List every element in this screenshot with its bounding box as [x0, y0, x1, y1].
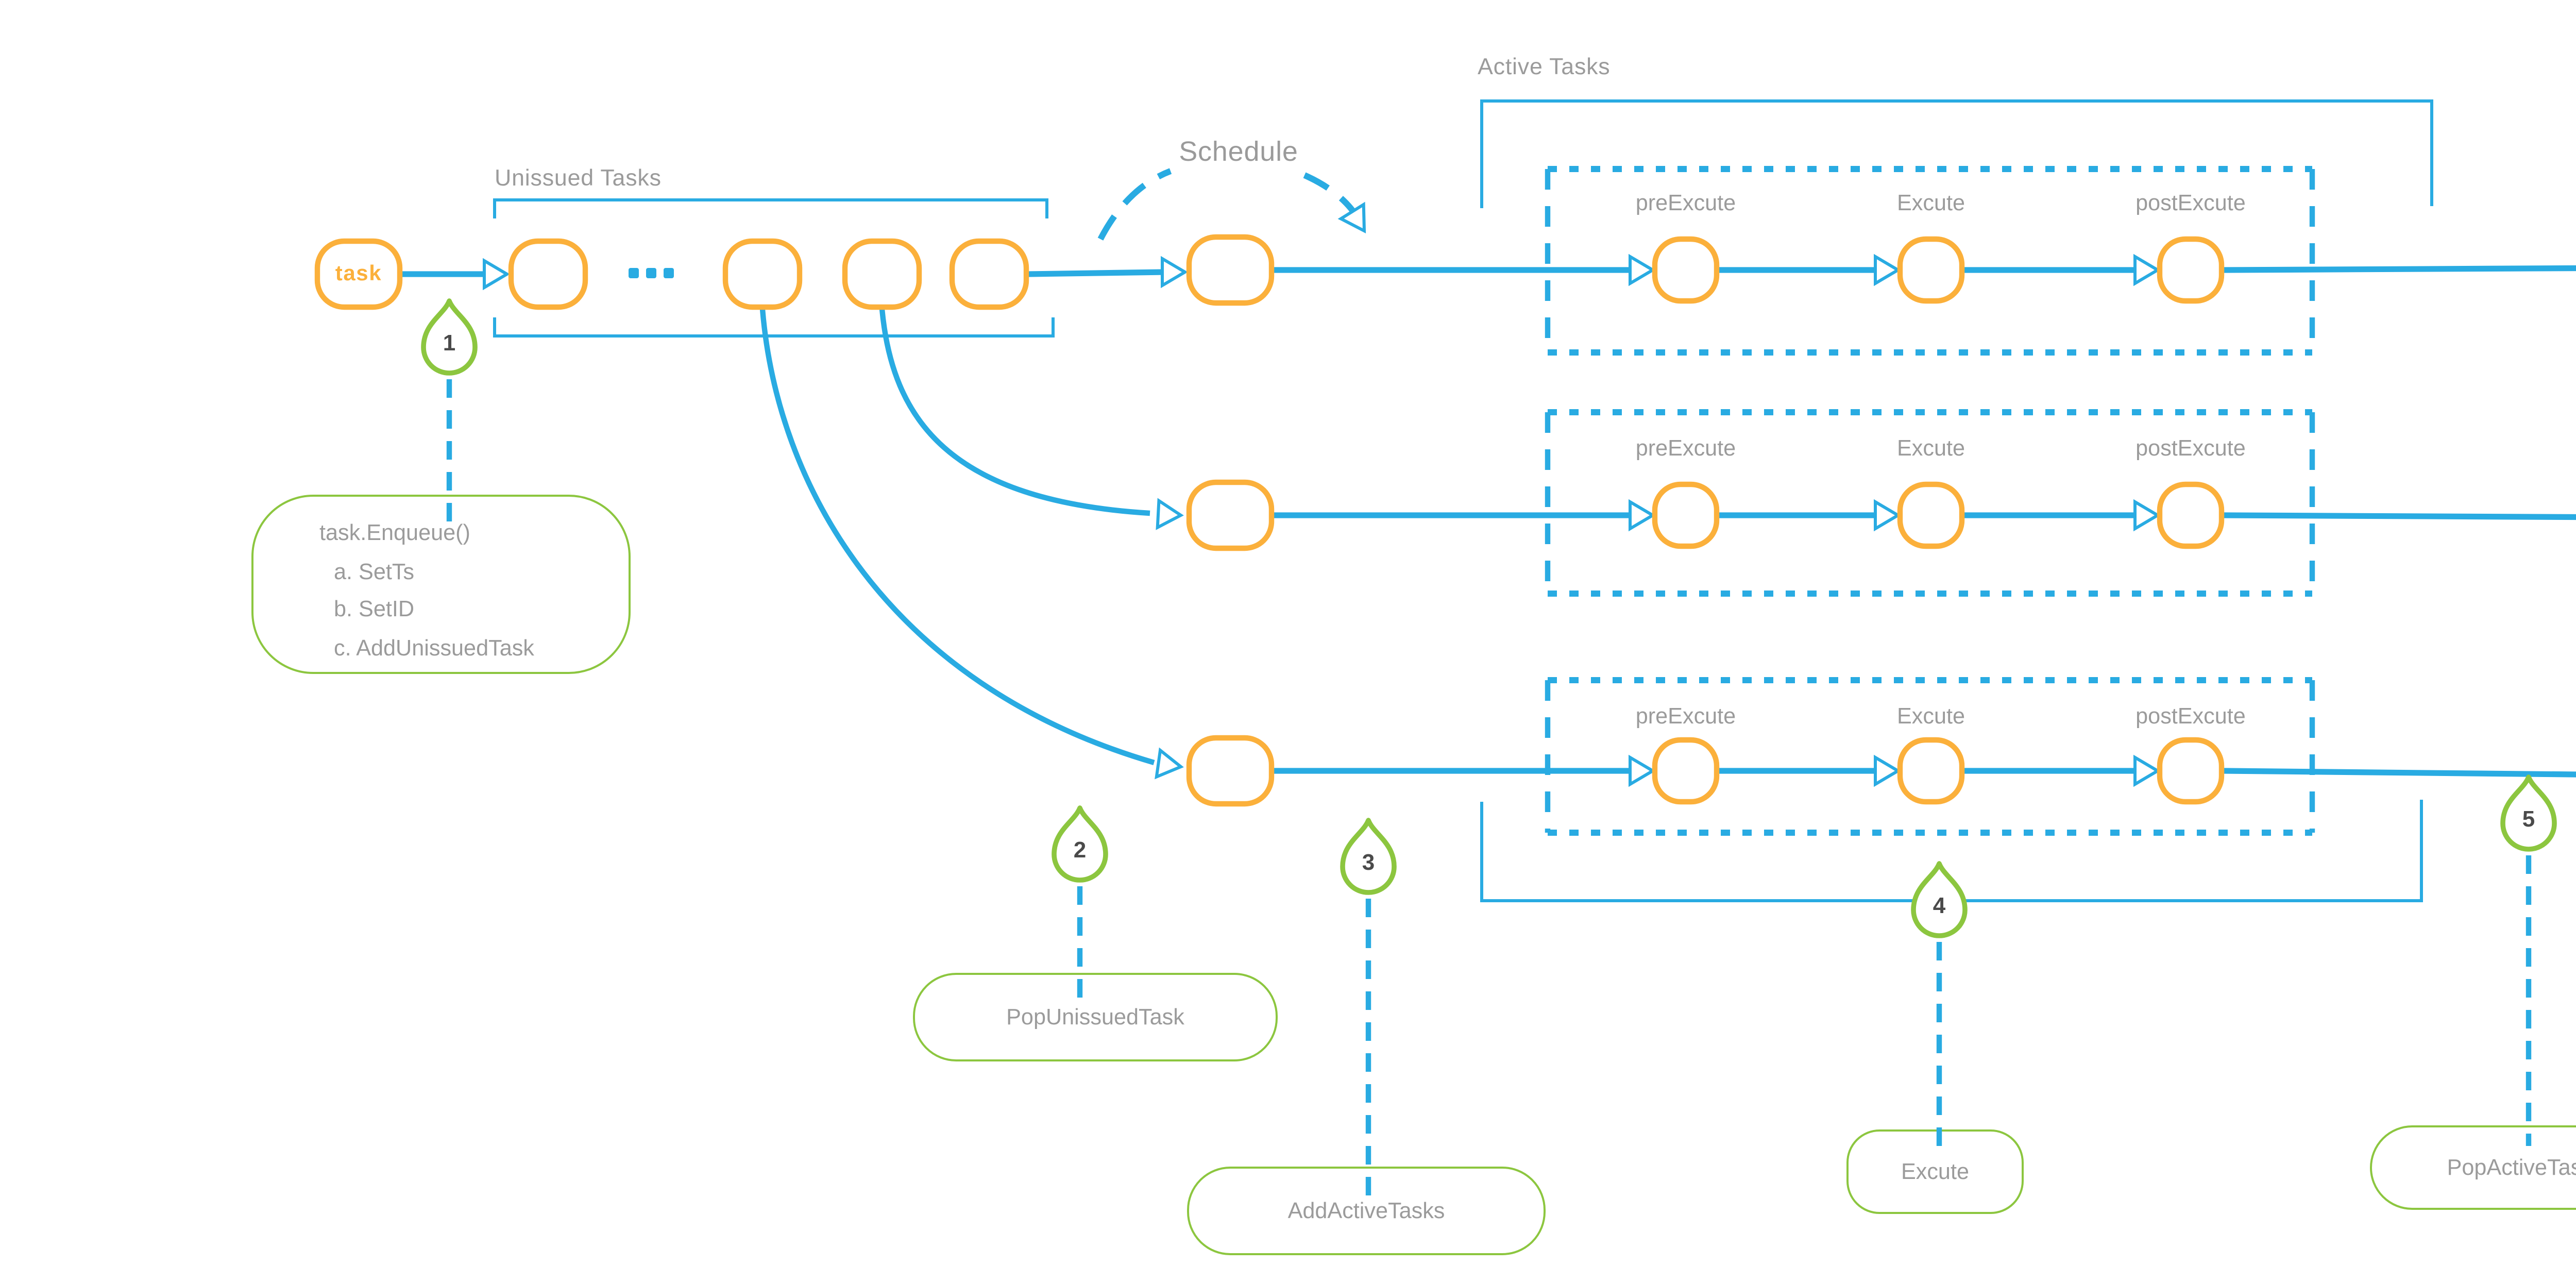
node-row2-preexcute [1652, 481, 1720, 549]
row2-excute-label: Excute [1896, 437, 1965, 462]
marker-1-number: 1 [443, 332, 456, 357]
schedule-arrowhead-icon [1341, 205, 1376, 238]
node-row2-postexcute [2157, 481, 2225, 549]
arrowhead-icon [1157, 750, 1183, 780]
note-line: b. SetID [334, 598, 415, 622]
node-row1-postexcute [2157, 236, 2225, 304]
node-queue-1 [508, 238, 588, 310]
node-row1-start [1186, 234, 1275, 306]
row2-postexcute-label: postExcute [2136, 437, 2246, 462]
marker-3-number: 3 [1362, 851, 1375, 876]
node-queue-4 [949, 238, 1029, 310]
row3-postexcute-label: postExcute [2136, 705, 2246, 730]
node-queue-2 [722, 238, 803, 310]
arrowhead-icon [1158, 501, 1182, 529]
note-line: a. SetTs [334, 560, 415, 584]
node-row2-excute [1897, 481, 1965, 549]
node-row1-excute [1897, 236, 1965, 304]
flow-arrowheads [484, 255, 2576, 788]
node-row3-postexcute [2157, 737, 2225, 805]
row1-postexcute-label: postExcute [2136, 192, 2246, 216]
note-line: task.Enqueue() [319, 521, 470, 546]
note-pop-unissued-task: PopUnissuedTask [913, 973, 1278, 1061]
marker-leader-lines [446, 379, 2532, 1195]
node-queue-3 [842, 238, 922, 310]
worker-box-row-3 [1545, 677, 2315, 836]
note-task-enqueue: task.Enqueue() a. SetTs b. SetID c. AddU… [251, 495, 631, 674]
row3-excute-label: Excute [1896, 705, 1965, 730]
row1-excute-label: Excute [1896, 192, 1965, 216]
queue-ellipsis-icon [629, 268, 674, 278]
note-pop-active-tasks: PopActiveTasks [2370, 1125, 2576, 1210]
active-tasks-bracket [1480, 99, 2433, 902]
row2-preexcute-label: preExcute [1635, 437, 1736, 462]
row1-preexcute-label: preExcute [1635, 192, 1736, 216]
row3-preexcute-label: preExcute [1635, 705, 1736, 730]
marker-2-number: 2 [1073, 839, 1087, 864]
task-node-label: task [335, 262, 382, 286]
node-row3-preexcute [1652, 737, 1720, 805]
active-tasks-title: Active Tasks [1478, 56, 1611, 80]
dispatch-curves [759, 309, 1155, 765]
node-row3-start [1186, 735, 1275, 807]
node-row3-excute [1897, 737, 1965, 805]
node-row1-preexcute [1652, 236, 1720, 304]
schedule-title: Schedule [1179, 136, 1298, 167]
marker-4-number: 4 [1933, 895, 1946, 919]
node-row2-start [1186, 479, 1275, 551]
schedule-dashed-arc [1097, 168, 1361, 241]
marker-5-number: 5 [2522, 808, 2535, 833]
step-markers [423, 301, 2554, 936]
flow-arrows [402, 265, 2576, 778]
note-line: c. AddUnissuedTask [334, 636, 534, 661]
unissued-tasks-bracket [493, 198, 1055, 338]
unissued-tasks-title: Unissued Tasks [495, 167, 662, 192]
note-add-active-tasks: AddActiveTasks [1187, 1167, 1546, 1255]
note-excute: Excute [1846, 1129, 2024, 1214]
